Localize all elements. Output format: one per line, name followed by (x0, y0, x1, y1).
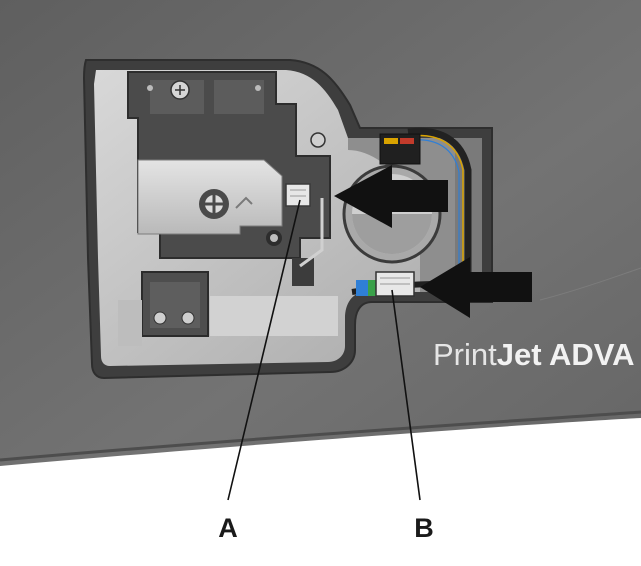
callout-label-a: A (218, 513, 238, 543)
callout-line-a (227, 199, 301, 501)
brand-logo: PrintJet ADVA (433, 337, 635, 372)
lower-mount (118, 271, 338, 346)
callout-line-b (391, 289, 421, 501)
connector-a (285, 183, 311, 207)
wire-bundle (299, 198, 324, 268)
ribbon-cable-top (379, 127, 472, 290)
arrow-to-a (334, 165, 448, 228)
bracket-assembly (127, 71, 331, 286)
arrow-to-b (420, 257, 532, 318)
callout-label-b: B (414, 513, 434, 543)
